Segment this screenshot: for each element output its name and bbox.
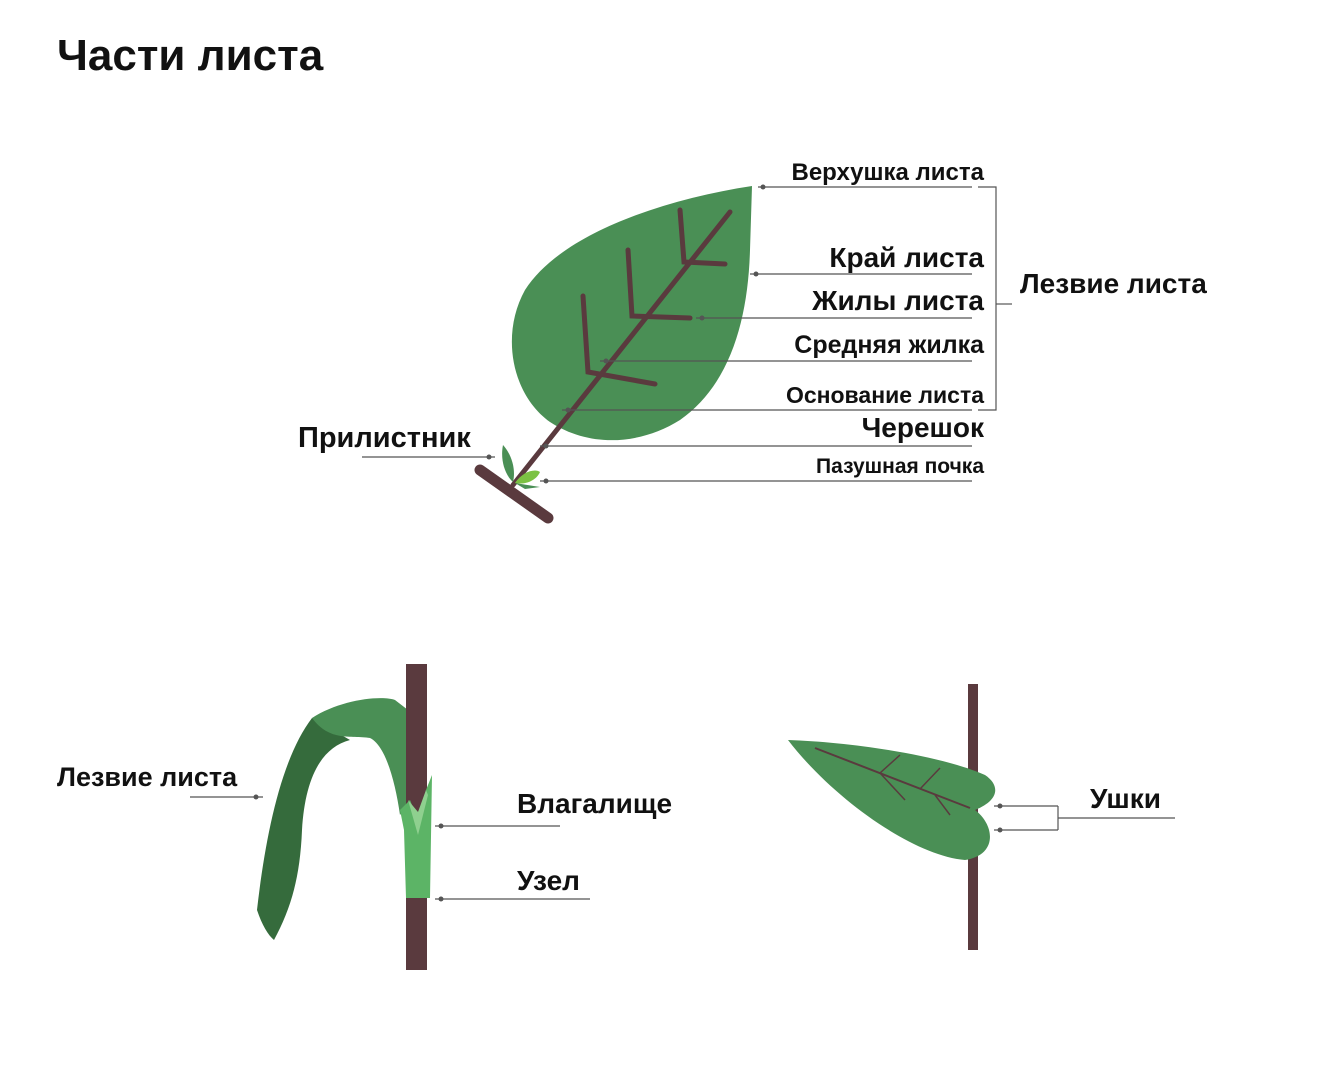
- sheath-pointers: [190, 794, 590, 902]
- label-auricles: Ушки: [1090, 783, 1161, 814]
- label-blade: Лезвие листа: [1020, 268, 1207, 299]
- midrib: [510, 209, 733, 488]
- auricle-illustration: [788, 684, 996, 950]
- main-leaf-illustration: [474, 186, 752, 524]
- label-base: Основание листа: [786, 382, 984, 408]
- label-axillary-bud: Пазушная почка: [816, 455, 984, 478]
- label-margin: Край листа: [829, 242, 984, 273]
- auricle-pointers: [994, 803, 1175, 833]
- veins: [510, 207, 733, 488]
- vein: [580, 293, 658, 387]
- bud-leaf: [515, 483, 540, 489]
- label-midrib: Средняя жилка: [794, 331, 985, 359]
- vein: [677, 207, 728, 267]
- pointer-lines: [362, 184, 1012, 484]
- label-sheath-blade: Лезвие листа: [57, 762, 238, 792]
- label-petiole: Черешок: [862, 412, 985, 443]
- sheath-illustration: [257, 664, 432, 970]
- label-apex: Верхушка листа: [792, 159, 985, 186]
- label-veins: Жилы листа: [811, 285, 984, 316]
- page-title: Части листа: [57, 31, 324, 80]
- midrib: [814, 747, 971, 809]
- sheath-highlight: [408, 790, 428, 835]
- sheath-leaf-upper: [312, 698, 410, 815]
- label-stipule: Прилистник: [298, 422, 471, 454]
- stipule: [502, 445, 514, 482]
- auricle-leaf: [788, 740, 996, 860]
- axillary-bud: [515, 470, 540, 484]
- vein: [625, 247, 693, 321]
- label-node: Узел: [517, 865, 580, 896]
- label-sheath: Влагалище: [517, 788, 672, 819]
- leaf-labels: Верхушка листа Край листа Жилы листа Сре…: [298, 159, 1207, 478]
- stem: [474, 464, 554, 524]
- sheath-leaf-blade: [257, 718, 350, 940]
